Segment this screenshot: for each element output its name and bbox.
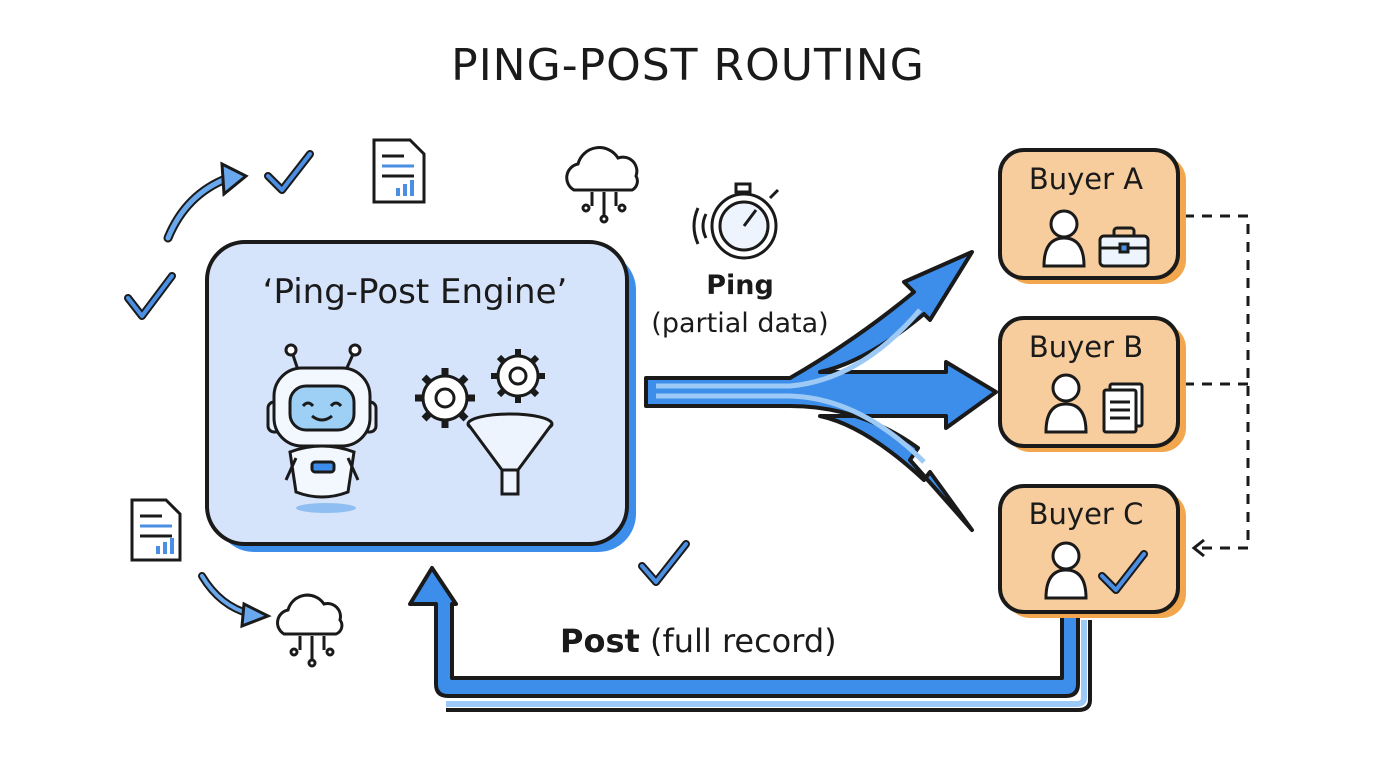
documents-icon — [1102, 382, 1144, 434]
gear-icon-large — [415, 368, 475, 428]
person-icon-c — [1044, 541, 1088, 600]
cloud-icon-top — [565, 146, 639, 224]
robot-icon — [266, 343, 378, 513]
ping-label: Ping — [706, 270, 774, 301]
check-icon-left — [124, 272, 176, 320]
ping-arrows — [644, 250, 998, 532]
buyer-a-label: Buyer A — [1028, 162, 1144, 196]
person-icon-b — [1044, 373, 1088, 434]
buyer-c-label: Buyer C — [1028, 497, 1144, 531]
document-icon-top — [372, 138, 426, 204]
engine-label: ‘Ping-Post Engine’ — [262, 272, 568, 312]
check-icon-top — [264, 150, 314, 194]
curved-arrow-icon-bottom — [198, 572, 272, 629]
ping-sublabel: (partial data) — [651, 308, 829, 339]
dashed-connector — [1184, 214, 1250, 558]
funnel-icon — [466, 412, 554, 496]
checkmark-icon — [1098, 550, 1148, 594]
buyer-b-label: Buyer B — [1028, 330, 1144, 364]
post-label-sub: (full record) — [649, 622, 837, 660]
briefcase-icon — [1098, 226, 1150, 268]
document-icon-bottom — [130, 498, 182, 562]
page-title: PING-POST ROUTING — [451, 40, 925, 91]
post-label: Post (full record) — [560, 622, 980, 660]
post-arrow — [408, 566, 1092, 712]
gears-funnel-icon — [415, 349, 554, 496]
cloud-icon-bottom — [276, 593, 344, 668]
post-label-main: Post — [560, 622, 640, 660]
person-icon-a — [1042, 209, 1086, 268]
curved-arrow-icon — [163, 161, 249, 243]
gear-icon-small — [491, 349, 545, 403]
check-icon-bottom — [638, 540, 690, 586]
stopwatch-icon — [692, 182, 780, 260]
